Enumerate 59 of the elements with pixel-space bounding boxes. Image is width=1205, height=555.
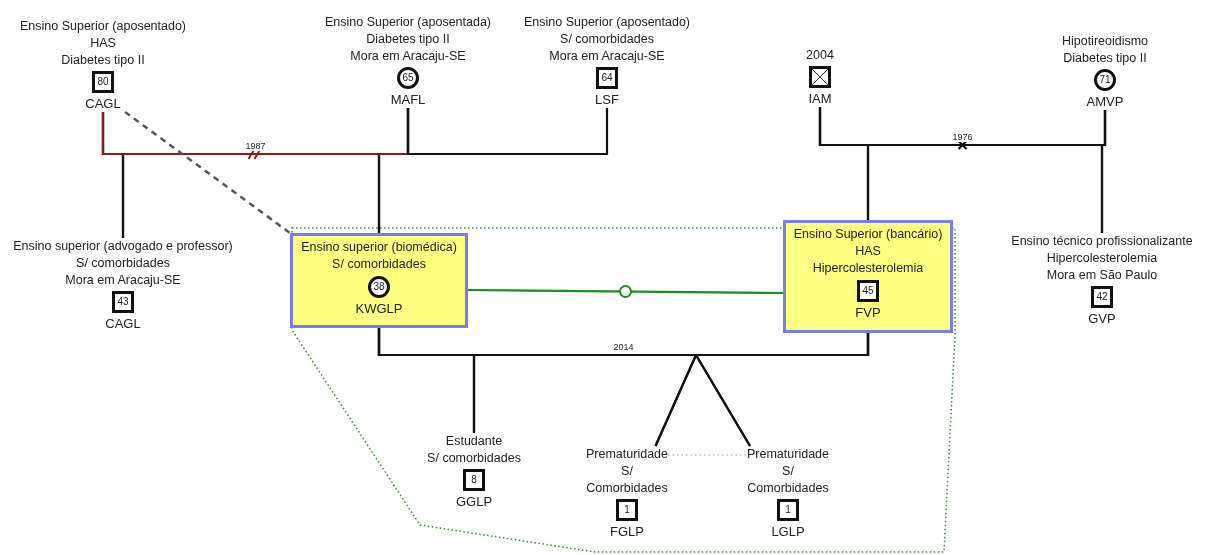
person-note: S/ comorbidades xyxy=(560,31,654,48)
person-note: Diabetes tipo II xyxy=(61,52,145,69)
person-note: Comorbidades xyxy=(747,480,829,497)
person-name: GVP xyxy=(1088,310,1116,327)
person-name: IAM xyxy=(808,90,832,107)
male-symbol: 42 xyxy=(1091,286,1113,308)
person-note: Diabetes tipo II xyxy=(366,31,450,48)
person-note: Hipercolesterolemia xyxy=(812,260,924,277)
person-note: Prematuridade xyxy=(747,446,829,463)
person-note: Estudante xyxy=(445,433,503,450)
person-name: KWGLP xyxy=(355,300,403,317)
person-note: HAS xyxy=(90,35,116,52)
female-symbol: 65 xyxy=(397,67,419,89)
person-card xyxy=(783,220,953,333)
female-symbol: 38 xyxy=(368,276,390,298)
male-symbol: 80 xyxy=(92,71,114,93)
person-name: AMVP xyxy=(1086,93,1124,110)
male-symbol: 8 xyxy=(463,469,485,491)
edge-label: 1976 xyxy=(951,132,974,142)
person-note: S/ comorbidades xyxy=(76,255,170,272)
male-symbol: 45 xyxy=(857,280,879,302)
male-symbol: 43 xyxy=(112,291,134,313)
person-note: Hipercolesterolemia xyxy=(1046,250,1158,267)
person-note: S/ xyxy=(621,463,633,480)
person-note: Comorbidades xyxy=(586,480,668,497)
edge-label: 2014 xyxy=(612,342,635,352)
person-note: Hipotireoidismo xyxy=(1061,33,1149,50)
person-note: Mora em Aracaju-SE xyxy=(350,48,466,65)
person-name: LGLP xyxy=(771,523,805,540)
person-note: S/ xyxy=(782,463,794,480)
person-note: Ensino Superior (aposentado) xyxy=(19,18,187,35)
person-name: CAGL xyxy=(85,95,121,112)
person-name: LSF xyxy=(595,91,619,108)
person-note: Ensino Superior (aposentado) xyxy=(523,14,691,31)
person-name: FGLP xyxy=(610,523,644,540)
person-note: Prematuridade xyxy=(586,446,668,463)
person-note: Diabetes tipo II xyxy=(1063,50,1147,67)
person-note: Mora em Aracaju-SE xyxy=(65,272,181,289)
person-card xyxy=(290,233,468,328)
person-note: S/ comorbidades xyxy=(427,450,521,467)
person-name: GGLP xyxy=(455,493,493,510)
male-symbol: 1 xyxy=(616,499,638,521)
person-name: CAGL xyxy=(105,315,141,332)
person-note: Ensino técnico profissionalizante xyxy=(1011,233,1193,250)
male-symbol: 1 xyxy=(777,499,799,521)
person-note: Ensino superior (advogado e professor) xyxy=(13,238,233,255)
person-note: Mora em Aracaju-SE xyxy=(549,48,665,65)
female-symbol: 71 xyxy=(1094,69,1116,91)
person-note: Ensino Superior (bancário) xyxy=(793,226,943,243)
person-name: FVP xyxy=(855,304,881,321)
person-note: Ensino superior (biomédica) xyxy=(301,239,457,256)
male-symbol: 64 xyxy=(596,67,618,89)
person-note: S/ comorbidades xyxy=(332,256,426,273)
person-note: 2004 xyxy=(806,47,834,64)
person-note: Mora em São Paulo xyxy=(1046,267,1158,284)
person-name: MAFL xyxy=(390,91,426,108)
person-note: HAS xyxy=(855,243,881,260)
edge-label: 1987 xyxy=(244,141,267,151)
person-note: Ensino Superior (aposentada) xyxy=(324,14,492,31)
